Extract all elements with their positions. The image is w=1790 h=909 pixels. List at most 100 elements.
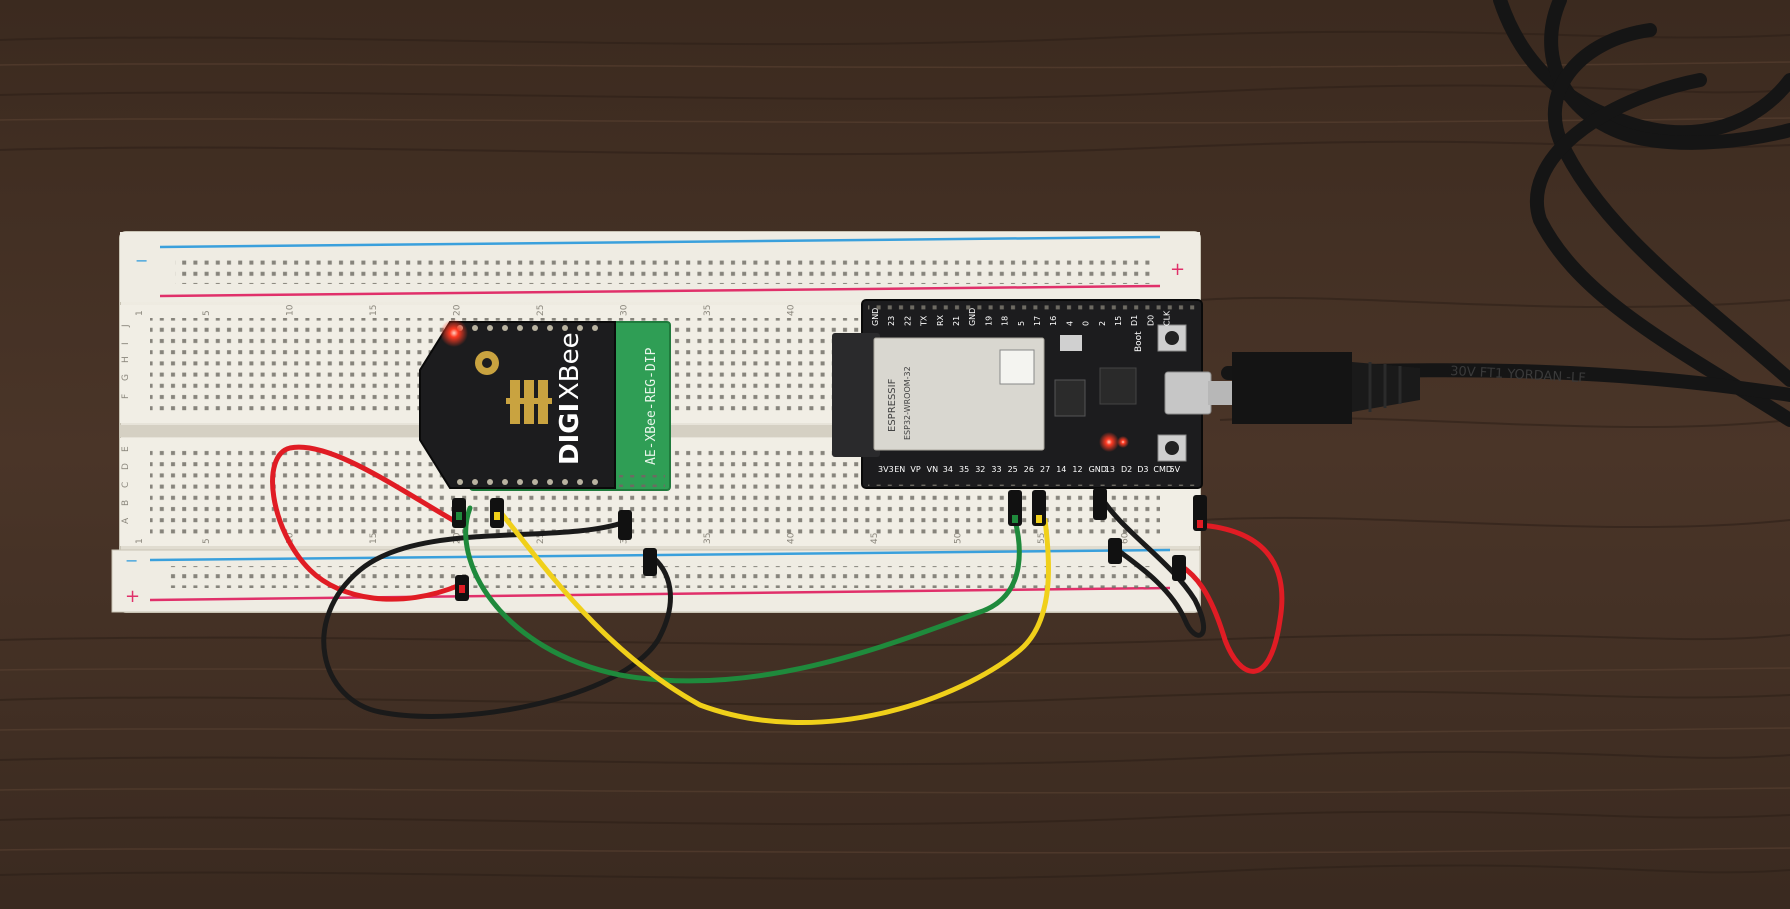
esp32-pin-label: 23 bbox=[887, 316, 896, 326]
esp32-pin-label: 5V bbox=[1170, 465, 1181, 474]
row-letter: J bbox=[121, 324, 131, 328]
top-rail-plus: + bbox=[1170, 259, 1185, 280]
bottom-rail-minus: − bbox=[125, 551, 138, 570]
top-rail-red-line bbox=[159, 284, 1161, 298]
esp32-pin-label: 3V3 bbox=[878, 465, 894, 474]
column-number: 35 bbox=[703, 533, 713, 544]
column-number: 1 bbox=[135, 310, 145, 316]
column-number: 10 bbox=[285, 532, 295, 544]
esp32-pin-label: 33 bbox=[991, 465, 1001, 474]
usb-uart-chip bbox=[1099, 367, 1137, 405]
esp32-pin-label: EN bbox=[894, 465, 905, 474]
esp32-pin-label: VP bbox=[910, 465, 920, 474]
row-letter: D bbox=[121, 463, 131, 470]
esp32-pin-label: 2 bbox=[1098, 321, 1107, 326]
row-letter: F bbox=[121, 394, 131, 399]
esp32-pin-label: D2 bbox=[1121, 465, 1132, 474]
row-letter: H bbox=[121, 356, 131, 363]
red-wire-left bbox=[270, 444, 463, 602]
esp32-pin-label: 17 bbox=[1033, 316, 1042, 326]
black-wire-right bbox=[1097, 492, 1207, 638]
cable-print: 30V FT1 YORDAN -LF bbox=[1450, 364, 1586, 386]
bottom-rail-blue-line bbox=[149, 548, 1171, 562]
column-number: 30 bbox=[619, 304, 629, 316]
esp32-pin-label: 15 bbox=[1114, 316, 1123, 326]
esp32-pin-label: 26 bbox=[1024, 465, 1034, 474]
esp32-pin-label: D1 bbox=[1130, 315, 1139, 326]
esp32-module-model: ESP32-WROOM-32 bbox=[903, 366, 912, 440]
esp32-pin-label: TX bbox=[920, 315, 929, 327]
esp32-pin-label: GND bbox=[871, 308, 880, 326]
column-number: 5 bbox=[202, 310, 212, 316]
esp32-pin-label: 13 bbox=[1105, 465, 1115, 474]
esp32-pin-label: 16 bbox=[1049, 316, 1058, 326]
esp32-pin-label: 5 bbox=[1017, 321, 1026, 326]
row-letter: I bbox=[121, 342, 131, 345]
esp32-pin-label: 22 bbox=[903, 316, 912, 326]
wood-grain bbox=[0, 30, 1790, 880]
esp32-pin-label: CMD bbox=[1153, 465, 1172, 474]
column-number: 45 bbox=[870, 533, 880, 544]
column-number: 50 bbox=[953, 532, 963, 544]
voltage-regulator bbox=[1054, 379, 1086, 417]
top-rail-blue-line bbox=[159, 235, 1161, 249]
esp32-module-brand: ESPRESSIF bbox=[887, 378, 898, 432]
xbee-adapter-label: AE-XBee-REG-DIP bbox=[644, 347, 659, 465]
bottom-rail-plus: + bbox=[125, 586, 140, 607]
esp32-pin-label: 12 bbox=[1072, 465, 1082, 474]
column-number: 60 bbox=[1120, 532, 1130, 544]
xbee-red-led bbox=[440, 319, 468, 347]
bottom-rail-red-line bbox=[149, 586, 1171, 602]
xbee-module: DIGI XBee bbox=[419, 321, 616, 489]
micro-usb-port bbox=[1164, 371, 1212, 415]
row-letter: G bbox=[121, 374, 131, 381]
column-number: 10 bbox=[285, 304, 295, 316]
black-wire-left bbox=[321, 519, 673, 719]
esp32-pin-label: 4 bbox=[1065, 321, 1074, 326]
yellow-wire bbox=[494, 505, 1051, 726]
esp32-pin-label: 34 bbox=[943, 465, 953, 474]
column-number: 55 bbox=[1037, 533, 1047, 544]
xbee-gold-pads bbox=[506, 380, 552, 424]
esp32-pin-label: GND bbox=[1089, 465, 1107, 474]
column-number: 1 bbox=[135, 538, 145, 544]
esp32-pin-label: 32 bbox=[975, 465, 985, 474]
esp32-pin-label: 27 bbox=[1040, 465, 1050, 474]
esp32-antenna-area bbox=[832, 333, 880, 457]
esp32-pin-label: GND bbox=[968, 308, 977, 326]
esp32-pin-label: RX bbox=[936, 314, 945, 326]
esp32-pin-label: 18 bbox=[1001, 316, 1010, 326]
esp32-pin-label: CLK bbox=[1163, 310, 1172, 326]
row-letters-top: J I H G F bbox=[121, 324, 131, 399]
row-letter: E bbox=[121, 446, 131, 452]
green-wire bbox=[463, 505, 1022, 684]
xbee-model: XBee bbox=[555, 332, 585, 400]
column-number: 40 bbox=[786, 532, 796, 544]
xbee-brand: DIGI bbox=[555, 403, 585, 465]
esp32-pin-label: 0 bbox=[1082, 321, 1091, 326]
esp32-pin-label: 35 bbox=[959, 465, 969, 474]
column-number: 20 bbox=[452, 304, 462, 316]
red-wire-right bbox=[1177, 522, 1285, 674]
column-number: 15 bbox=[369, 533, 379, 544]
column-number: 15 bbox=[369, 305, 379, 316]
boot-label: Boot bbox=[1134, 331, 1144, 352]
row-letter: B bbox=[121, 500, 131, 506]
column-number: 40 bbox=[786, 304, 796, 316]
esp32-power-led bbox=[1099, 432, 1119, 452]
row-letter: C bbox=[121, 482, 131, 488]
column-number: 25 bbox=[536, 533, 546, 544]
esp32-devboard: ESPRESSIF ESP32-WROOM-32 Boot GND 23 22 TX R… bbox=[832, 299, 1212, 489]
jumper-wires bbox=[270, 444, 1285, 726]
usb-plug bbox=[1208, 352, 1420, 424]
top-rail-minus: − bbox=[135, 251, 148, 270]
column-number: 25 bbox=[536, 305, 546, 316]
esp32-pin-label: 19 bbox=[984, 316, 993, 326]
column-number: 35 bbox=[703, 305, 713, 316]
esp32-pin-label: VN bbox=[927, 465, 938, 474]
